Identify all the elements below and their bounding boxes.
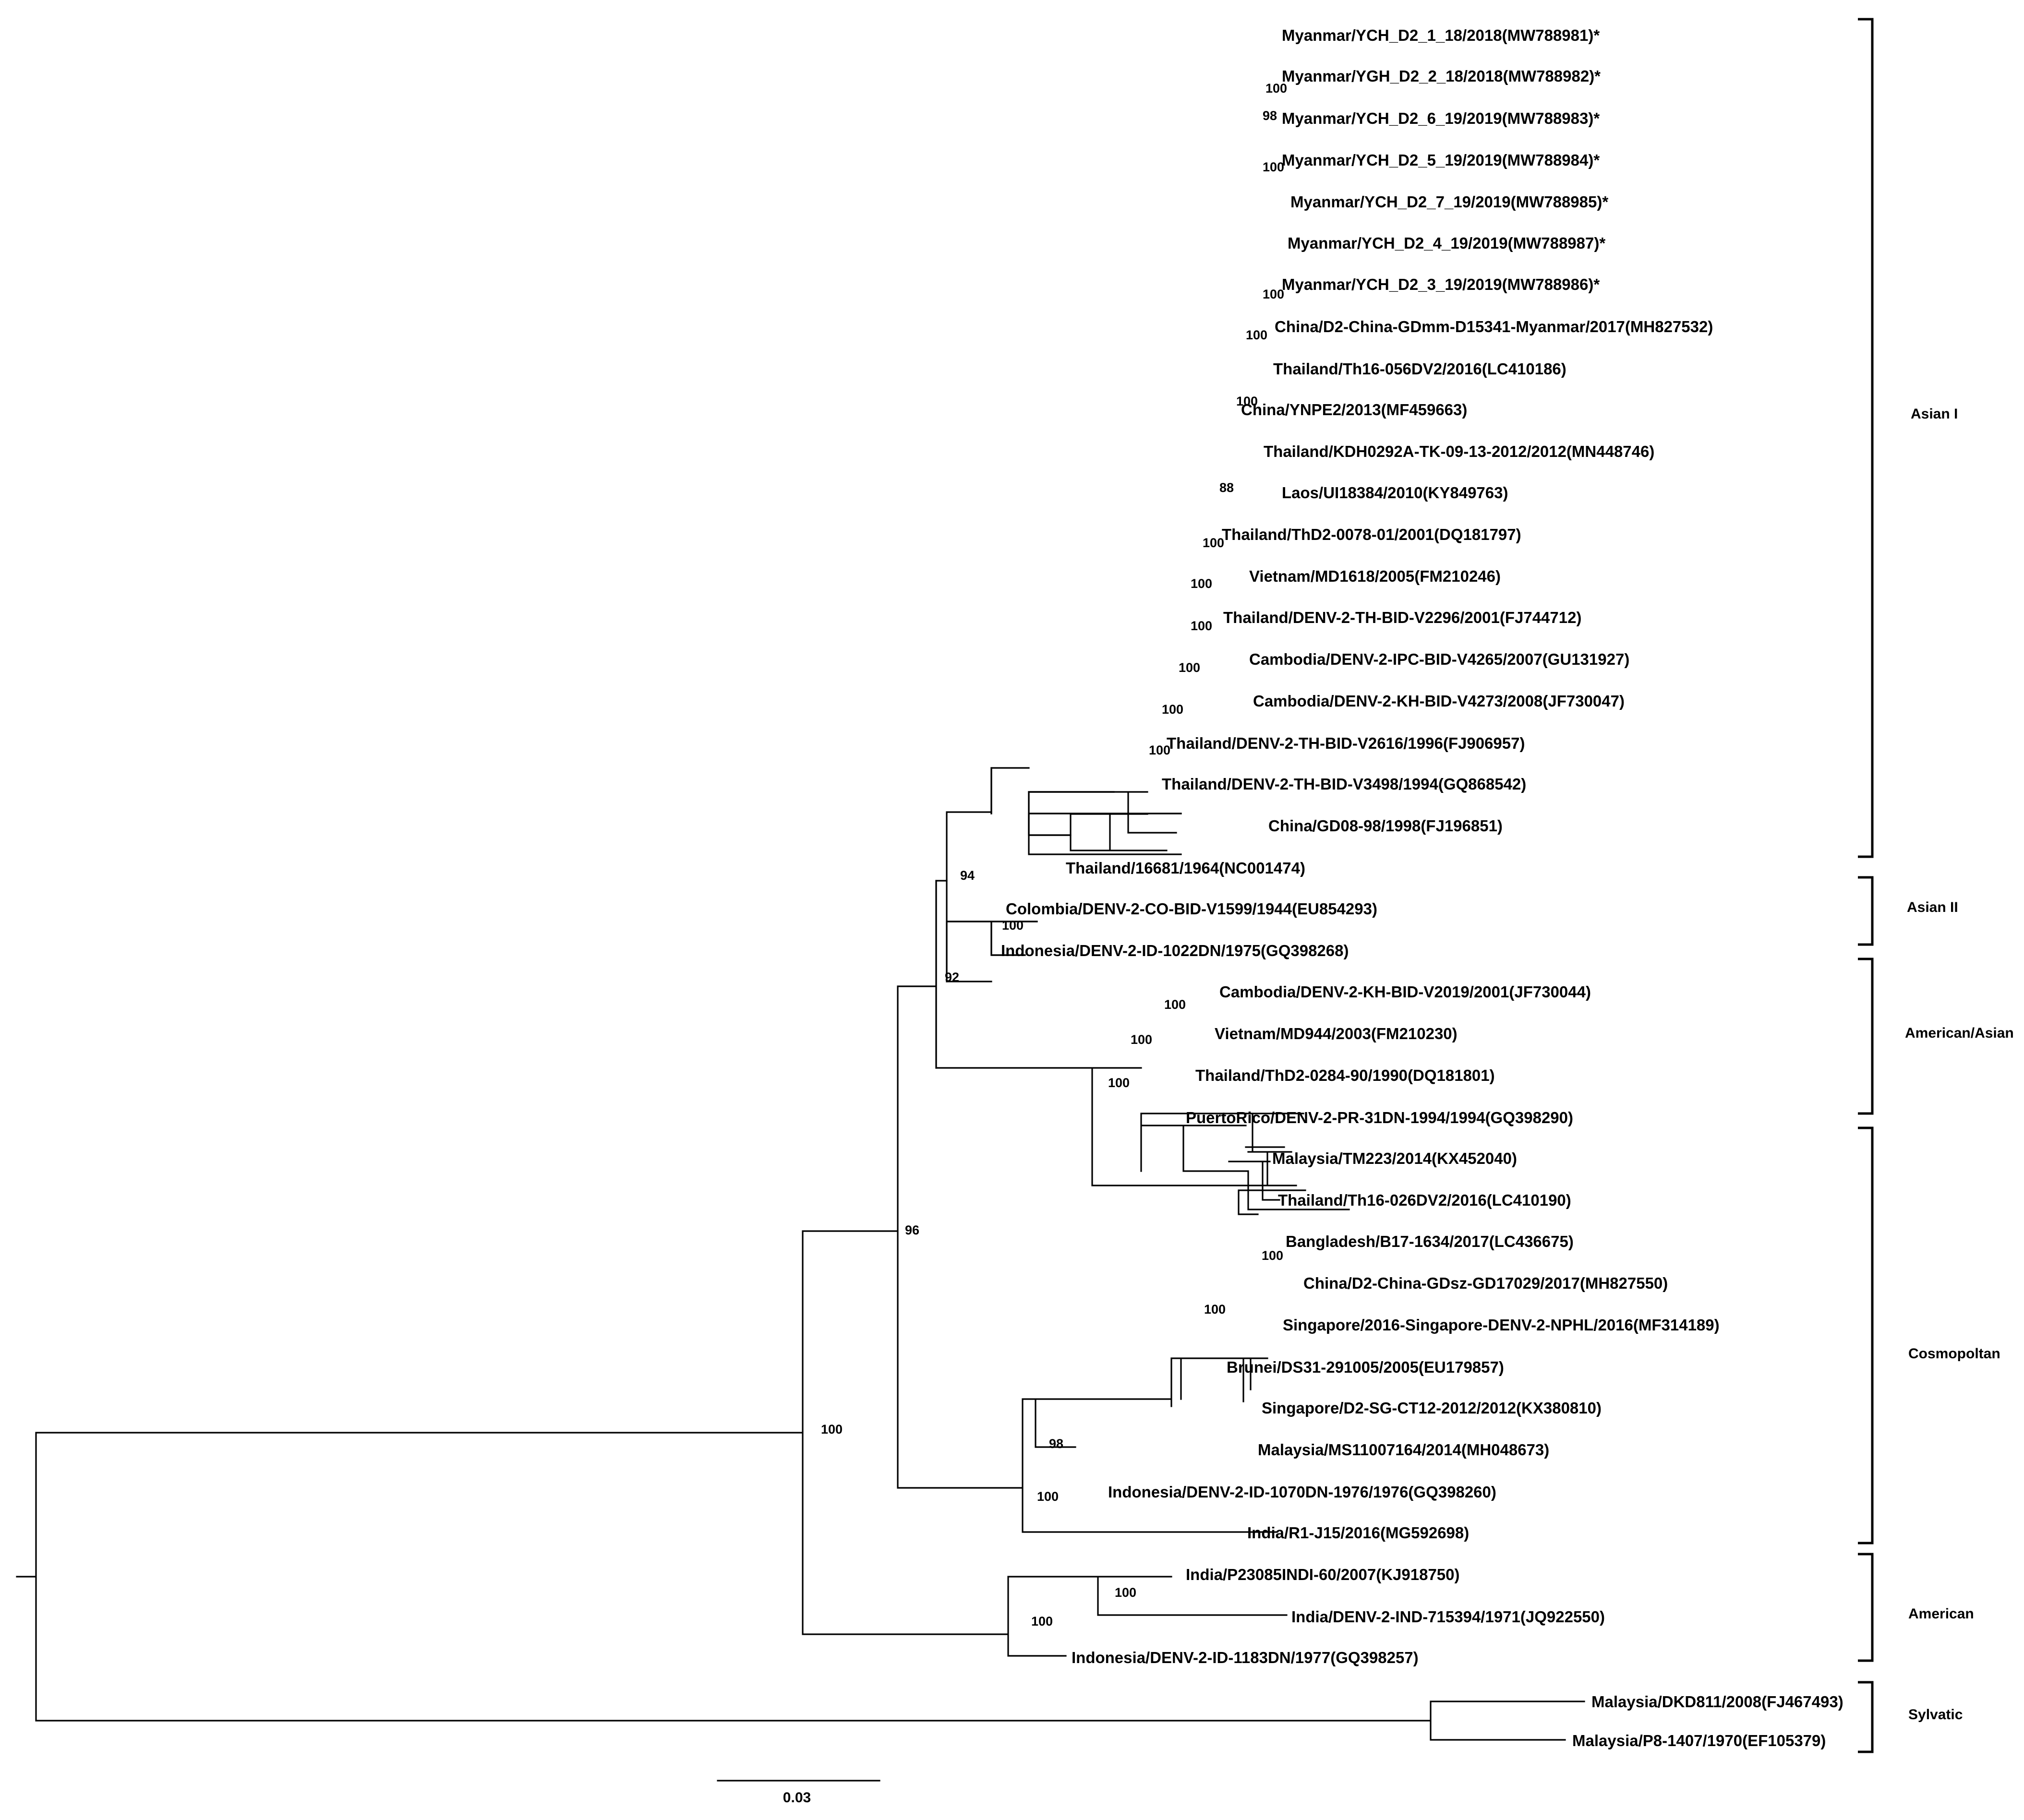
- tip-label: Indonesia/DENV-2-ID-1070DN-1976/1976(GQ3…: [1108, 1483, 1496, 1501]
- genotype-label: Asian I: [1911, 406, 1958, 422]
- genotype-label: American/Asian: [1905, 1025, 2014, 1041]
- tip-label: Thailand/ThD2-0078-01/2001(DQ181797): [1222, 526, 1521, 543]
- tip-label: Myanmar/YGH_D2_2_18/2018(MW788982)*: [1282, 67, 1601, 85]
- support-value: 100: [1164, 997, 1186, 1012]
- genotype-label: American: [1908, 1606, 1974, 1622]
- genotype-label: Sylvatic: [1908, 1707, 1963, 1723]
- tip-label: Myanmar/YCH_D2_3_19/2019(MW788986)*: [1282, 275, 1600, 293]
- tip-label: China/D2-China-GDmm-D15341-Myanmar/2017(…: [1275, 318, 1713, 335]
- support-value: 98: [1263, 108, 1277, 123]
- tip-label: Thailand/DENV-2-TH-BID-V2616/1996(FJ9069…: [1167, 734, 1525, 752]
- tip-label: Malaysia/MS11007164/2014(MH048673): [1258, 1441, 1549, 1459]
- tip-label: Vietnam/MD1618/2005(FM210246): [1249, 567, 1501, 585]
- support-value: 100: [1115, 1585, 1136, 1600]
- support-value: 100: [1002, 918, 1024, 933]
- tip-label: PuertoRico/DENV-2-PR-31DN-1994/1994(GQ39…: [1186, 1109, 1573, 1126]
- tip-label: Myanmar/YCH_D2_5_19/2019(MW788984)*: [1282, 151, 1600, 169]
- tip-label: Thailand/Th16-026DV2/2016(LC410190): [1278, 1191, 1571, 1209]
- bracket-american: [1858, 1553, 1874, 1662]
- tip-label: Malaysia/P8-1407/1970(EF105379): [1572, 1732, 1826, 1749]
- support-value: 100: [1191, 619, 1212, 633]
- tip-label: Thailand/DENV-2-TH-BID-V3498/1994(GQ8685…: [1162, 775, 1526, 793]
- support-value: 100: [1108, 1076, 1130, 1090]
- tip-label: Cambodia/DENV-2-IPC-BID-V4265/2007(GU131…: [1249, 650, 1629, 668]
- support-value: 92: [945, 970, 959, 984]
- tip-label: China/GD08-98/1998(FJ196851): [1268, 817, 1503, 835]
- support-value: 100: [1236, 394, 1258, 408]
- tip-label: China/D2-China-GDsz-GD17029/2017(MH82755…: [1303, 1274, 1668, 1292]
- tip-label: Thailand/KDH0292A-TK-09-13-2012/2012(MN4…: [1264, 443, 1654, 460]
- tip-label: India/DENV-2-IND-715394/1971(JQ922550): [1291, 1608, 1605, 1626]
- asian-i-branches: [990, 767, 1182, 855]
- tip-labels: Myanmar/YCH_D2_1_18/2018(MW788981)* Myan…: [1001, 26, 1843, 1749]
- support-value: 100: [1149, 743, 1170, 757]
- tip-label: Thailand/ThD2-0284-90/1990(DQ181801): [1195, 1066, 1495, 1084]
- support-value: 100: [1246, 328, 1267, 342]
- tip-label: Colombia/DENV-2-CO-BID-V1599/1944(EU8542…: [1006, 900, 1377, 918]
- tip-label: Indonesia/DENV-2-ID-1022DN/1975(GQ398268…: [1001, 942, 1349, 959]
- tip-label: Myanmar/YCH_D2_4_19/2019(MW788987)*: [1288, 234, 1605, 252]
- tip-label: India/P23085INDI-60/2007(KJ918750): [1186, 1566, 1460, 1583]
- support-value: 100: [1262, 1248, 1283, 1263]
- tip-label: Singapore/D2-SG-CT12-2012/2012(KX380810): [1262, 1399, 1602, 1417]
- tip-label: Thailand/Th16-056DV2/2016(LC410186): [1273, 360, 1566, 378]
- tip-label: Indonesia/DENV-2-ID-1183DN/1977(GQ398257…: [1072, 1649, 1419, 1666]
- tip-label: Thailand/DENV-2-TH-BID-V2296/2001(FJ7447…: [1223, 609, 1581, 626]
- tip-label: Cambodia/DENV-2-KH-BID-V4273/2008(JF7300…: [1253, 692, 1625, 710]
- tip-label: Myanmar/YCH_D2_7_19/2019(MW788985)*: [1290, 193, 1608, 211]
- scale-bar: 0.03: [717, 1780, 880, 1806]
- support-value: 100: [1263, 287, 1284, 301]
- support-value: 100: [1203, 536, 1224, 550]
- support-value: 100: [1131, 1032, 1152, 1047]
- support-value: 100: [1204, 1302, 1226, 1317]
- genotype-brackets: Asian I Asian II American/Asian Cosmopol…: [1858, 18, 2014, 1753]
- tip-label: Vietnam/MD944/2003(FM210230): [1215, 1025, 1458, 1042]
- support-value: 100: [821, 1422, 843, 1437]
- tip-label: Cambodia/DENV-2-KH-BID-V2019/2001(JF7300…: [1219, 983, 1591, 1001]
- genotype-label: Asian II: [1907, 899, 1958, 915]
- support-value: 100: [1265, 81, 1287, 96]
- tip-label: India/R1-J15/2016(MG592698): [1247, 1524, 1469, 1542]
- bracket-asian-i: [1858, 18, 1874, 858]
- support-value: 100: [1162, 702, 1183, 717]
- support-value: 98: [1049, 1437, 1063, 1451]
- support-values: 98 100 100 100 100 100 88 100 100 100 10…: [821, 81, 1287, 1628]
- support-value: 100: [1031, 1614, 1053, 1628]
- tip-label: China/YNPE2/2013(MF459663): [1241, 401, 1467, 419]
- bracket-american-asian: [1858, 958, 1874, 1115]
- support-value: 100: [1179, 660, 1200, 675]
- genotype-label: Cosmopoltan: [1908, 1346, 2000, 1362]
- tip-label: Myanmar/YCH_D2_1_18/2018(MW788981)*: [1282, 26, 1600, 44]
- tip-label: Bangladesh/B17-1634/2017(LC436675): [1286, 1233, 1574, 1250]
- tip-label: Malaysia/DKD811/2008(FJ467493): [1591, 1693, 1843, 1711]
- support-value: 100: [1191, 576, 1212, 591]
- tip-label: Laos/UI18384/2010(KY849763): [1282, 484, 1508, 502]
- tip-label: Myanmar/YCH_D2_6_19/2019(MW788983)*: [1282, 109, 1600, 127]
- support-value: 96: [905, 1223, 919, 1237]
- bracket-sylvatic: [1858, 1681, 1874, 1753]
- tip-label: Singapore/2016-Singapore-DENV-2-NPHL/201…: [1283, 1316, 1720, 1334]
- tip-label: Malaysia/TM223/2014(KX452040): [1272, 1149, 1517, 1167]
- support-value: 94: [960, 868, 975, 883]
- support-value: 88: [1219, 480, 1234, 495]
- support-value: 100: [1263, 160, 1284, 174]
- bracket-asian-ii: [1858, 876, 1874, 946]
- tip-label: Thailand/16681/1964(NC001474): [1066, 859, 1305, 877]
- tip-label: Brunei/DS31-291005/2005(EU179857): [1227, 1358, 1504, 1376]
- bracket-cosmopolitan: [1858, 1126, 1874, 1545]
- support-value: 100: [1037, 1489, 1059, 1504]
- scale-bar-label: 0.03: [783, 1790, 811, 1806]
